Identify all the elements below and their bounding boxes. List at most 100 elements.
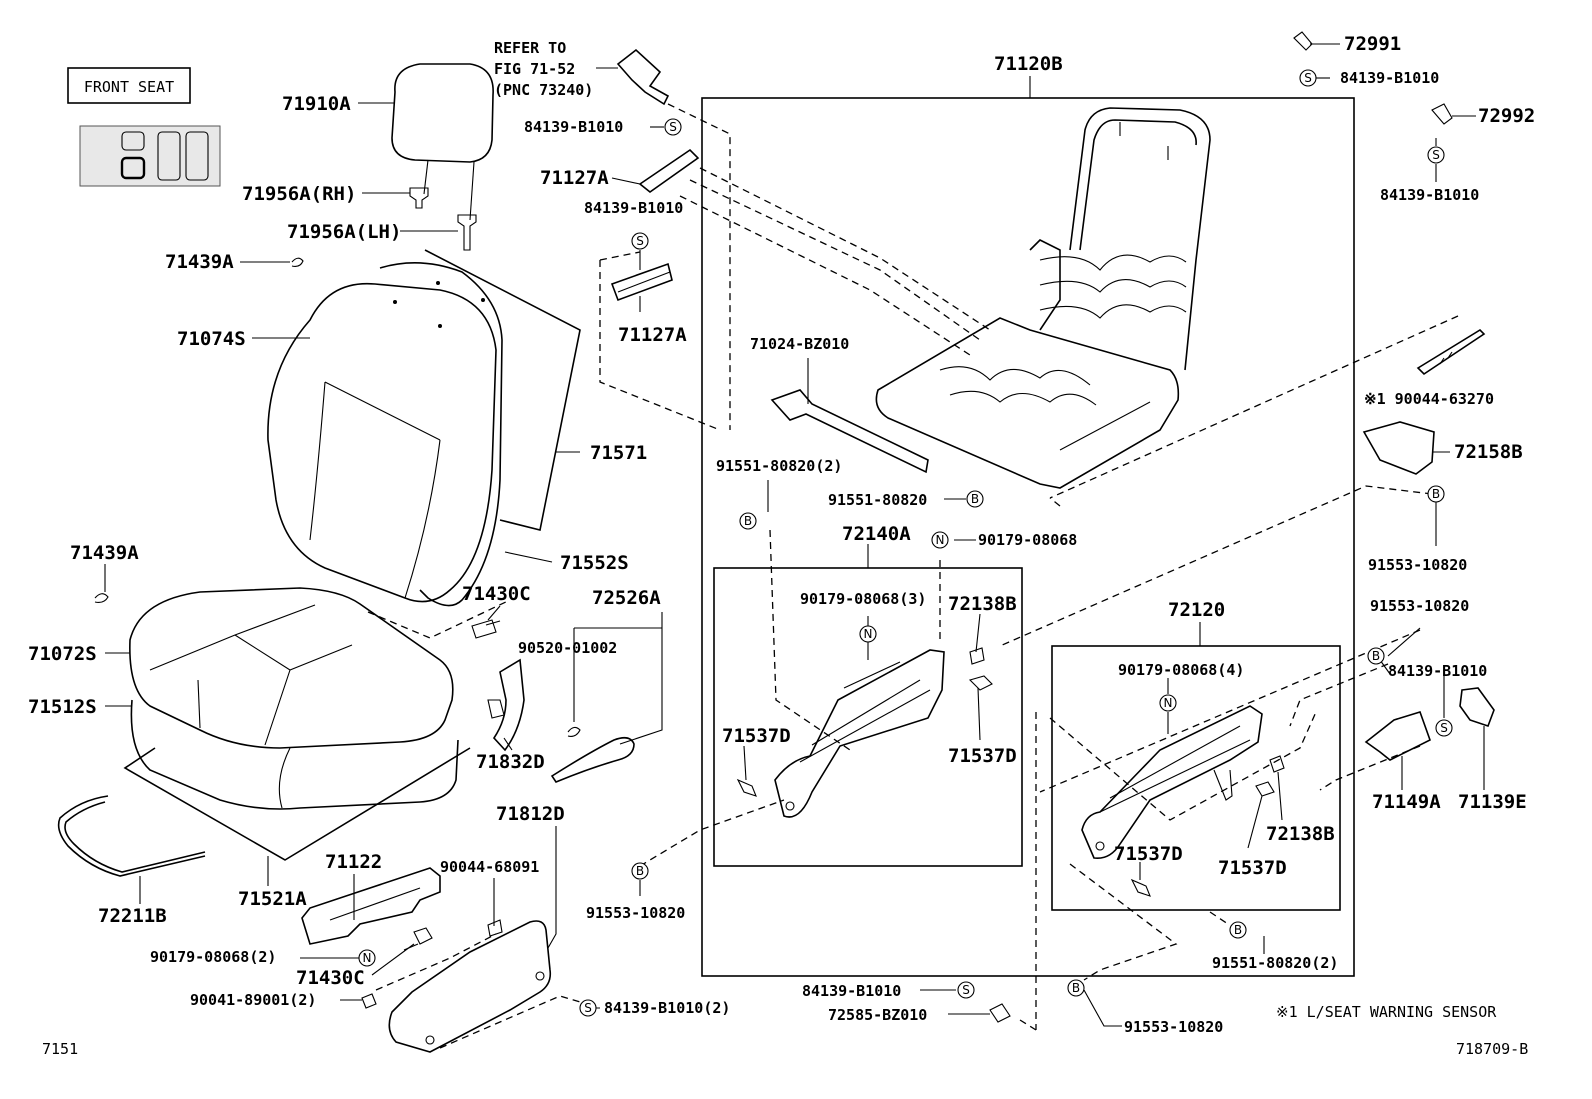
- rail-box-72140A: [713, 544, 1023, 867]
- part-label: 84139-B1010(2): [604, 999, 730, 1017]
- bolt-71430C-2: [403, 927, 433, 951]
- part-label: 71910A: [282, 93, 351, 115]
- part-label: 71430C: [296, 967, 365, 989]
- part-label: 90179-08068(4): [1118, 661, 1244, 679]
- rod-71024-BZ010: [770, 389, 929, 474]
- symbol-markers: S S S S S S S B B B B B B B N N N N: [358, 69, 1453, 1017]
- part-label: 71956A(LH): [287, 221, 401, 243]
- s-symbol: S: [1299, 69, 1317, 87]
- n-symbol: N: [859, 625, 877, 643]
- part-label: 72585-BZ010: [828, 1006, 927, 1024]
- part-label: 91553-10820: [1124, 1018, 1223, 1036]
- front-seat-label: FRONT SEAT: [84, 78, 174, 96]
- svg-text:B: B: [1432, 487, 1440, 501]
- refer-note: REFER TO FIG 71-52 (PNC 73240): [494, 39, 593, 99]
- clip-71439A-2: [94, 593, 109, 603]
- svg-text:N: N: [936, 533, 945, 547]
- s-symbol: S: [631, 232, 649, 250]
- part-label: 71552S: [560, 552, 629, 574]
- bracket-71127A-top: [638, 148, 700, 194]
- part-label: 91553-10820: [1370, 597, 1469, 615]
- part-label: 90179-08068(2): [150, 948, 276, 966]
- b-symbol: B: [631, 862, 649, 880]
- b-symbol: B: [1427, 485, 1445, 503]
- part-label: 84139-B1010: [1388, 662, 1487, 680]
- part-label: 71439A: [70, 542, 139, 564]
- part-label: 71812D: [496, 803, 565, 825]
- part-label: 71537D: [1114, 843, 1183, 865]
- headrest-guide-rh: [409, 187, 429, 209]
- headrest-guide-lh: [457, 214, 477, 251]
- cover-71832D: [487, 658, 525, 752]
- seat-cushion-71072S: [129, 587, 454, 749]
- s-symbol: S: [957, 981, 975, 999]
- b-symbol: B: [1367, 647, 1385, 665]
- part-label: 91553-10820: [586, 904, 685, 922]
- refer-note-line: (PNC 73240): [494, 81, 593, 99]
- part-label: 91551-80820: [828, 491, 927, 509]
- n-symbol: N: [358, 949, 376, 967]
- seat-rail-72120: [1081, 705, 1263, 860]
- part-label: 72211B: [98, 905, 167, 927]
- diagram-code-right: 718709-B: [1456, 1040, 1528, 1058]
- front-seat-box: FRONT SEAT: [67, 67, 191, 104]
- svg-text:B: B: [971, 492, 979, 506]
- b-symbol: B: [1229, 921, 1247, 939]
- part-label: 84139-B1010: [1380, 186, 1479, 204]
- part-label: 71120B: [994, 53, 1063, 75]
- part-label: 71139E: [1458, 791, 1527, 813]
- b-symbol: B: [966, 490, 984, 508]
- svg-text:S: S: [1440, 721, 1448, 735]
- wire-72211B: [57, 795, 206, 877]
- part-label: 90179-08068(3): [800, 590, 926, 608]
- part-label: 71149A: [1372, 791, 1441, 813]
- svg-text:S: S: [1304, 71, 1312, 85]
- headrest-71910A: [391, 63, 494, 221]
- clip-72992: [1431, 103, 1453, 125]
- part-labels: 71910A 71956A(RH) 71956A(LH) 71439A 7107…: [28, 33, 1535, 1036]
- part-label: 91551-80820(2): [1212, 954, 1338, 972]
- part-label: 71956A(RH): [242, 183, 356, 205]
- part-label: 71024-BZ010: [750, 335, 849, 353]
- part-label: 90179-08068: [978, 531, 1077, 549]
- adjuster-71122: [301, 867, 441, 945]
- seat-cushion-pad-71512S: [130, 699, 459, 810]
- clip-72585-BZ010: [989, 1003, 1011, 1023]
- clip-71537D-c: [1255, 781, 1275, 797]
- cover-71149A: [1364, 711, 1431, 761]
- diagram-code-left: 7151: [42, 1040, 78, 1058]
- seatback-cover-71074S: [267, 281, 497, 603]
- refer-note-line: FIG 71-52: [494, 60, 575, 78]
- part-label: 72138B: [1266, 823, 1335, 845]
- part-label: 71512S: [28, 696, 97, 718]
- svg-text:N: N: [1164, 696, 1173, 710]
- part-label: 71122: [325, 851, 382, 873]
- part-label: ※1 90044-63270: [1364, 390, 1494, 408]
- clip-72138B: [969, 647, 985, 665]
- dashed-lines: [367, 103, 1459, 1049]
- part-label: 71072S: [28, 643, 97, 665]
- s-symbol: S: [1435, 719, 1453, 737]
- svg-text:S: S: [669, 120, 677, 134]
- bolt-71430C: [471, 619, 501, 639]
- part-label: 71439A: [165, 251, 234, 273]
- part-label: 71832D: [476, 751, 545, 773]
- part-label: 91551-80820(2): [716, 457, 842, 475]
- vehicle-seat-icon: [79, 125, 221, 187]
- s-symbol: S: [1427, 146, 1445, 164]
- part-label: 72158B: [1454, 441, 1523, 463]
- cover-71139E: [1459, 687, 1495, 728]
- part-label: 84139-B1010: [802, 982, 901, 1000]
- refer-note-line: REFER TO: [494, 39, 566, 57]
- part-label: 71537D: [948, 745, 1017, 767]
- part-label: 84139-B1010: [1340, 69, 1439, 87]
- s-symbol: S: [664, 118, 682, 136]
- svg-text:S: S: [636, 234, 644, 248]
- n-symbol: N: [1159, 694, 1177, 712]
- part-label: 71521A: [238, 888, 307, 910]
- part-label: 71430C: [462, 583, 531, 605]
- b-symbol: B: [1067, 979, 1085, 997]
- bracket-71127A: [610, 262, 673, 302]
- svg-text:N: N: [864, 627, 873, 641]
